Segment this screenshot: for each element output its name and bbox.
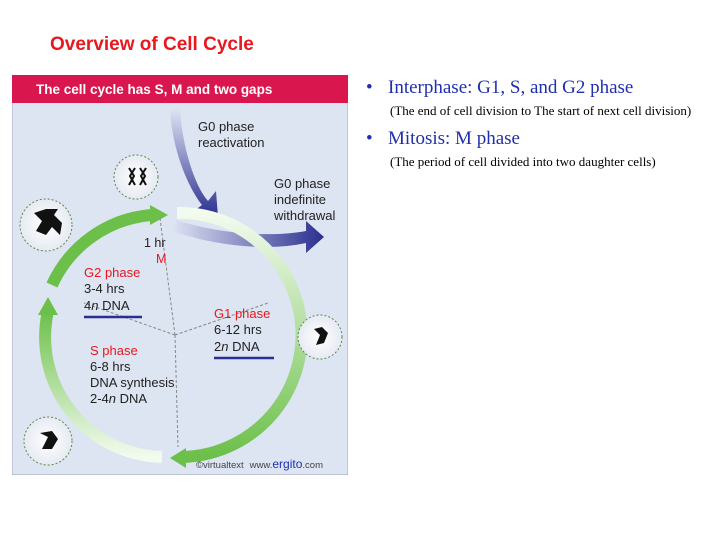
g1-phase-time: 6-12 hrs: [214, 322, 262, 337]
cycle-arc-top-left: [46, 209, 153, 288]
bullet-dot: •: [366, 128, 373, 149]
credit-www: www.: [249, 460, 273, 471]
s-phase-dna: 2-4n DNA: [90, 391, 147, 406]
g2-phase-dna: 4n DNA: [84, 298, 130, 313]
m-phase-time: 1 hr: [144, 236, 166, 250]
slide-title: Overview of Cell Cycle: [50, 34, 254, 55]
figure-credit: ©virtualtext www.ergito.com: [196, 457, 323, 471]
credit-copyright: ©virtualtext: [196, 460, 244, 471]
cycle-arrowhead-top: [150, 205, 168, 225]
figure-header-bar: [12, 75, 348, 103]
g1-dna-prefix: 2: [214, 339, 221, 354]
credit-tld: .com: [302, 460, 323, 471]
cell-g1-chromosomes-icon: [297, 314, 343, 360]
m-phase-name: M: [156, 252, 166, 266]
g2-dna-prefix: 4: [84, 298, 91, 313]
cell-metaphase-icon: [113, 154, 159, 200]
s-phase-time: 6-8 hrs: [90, 359, 131, 374]
credit-brand: ergito: [272, 457, 302, 471]
s-phase-name: S phase: [90, 343, 138, 358]
g1-phase-dna: 2n DNA: [214, 339, 260, 354]
bullet-interphase: • Interphase: G1, S, and G2 phase: [366, 76, 716, 100]
cell-s-chromosomes-icon: [23, 416, 73, 466]
bullet-list: • Interphase: G1, S, and G2 phase (The e…: [366, 76, 716, 178]
cell-cycle-diagram: The cell cycle has S, M and two gaps G0 …: [12, 75, 348, 475]
g0-withdrawal-title: G0 phase: [274, 176, 330, 191]
bullet-mitosis: • Mitosis: M phase: [366, 127, 716, 151]
g2-dna-suffix: DNA: [98, 298, 129, 313]
bullet-note: (The end of cell division to The start o…: [390, 103, 692, 118]
bullet-note: (The period of cell divided into two dau…: [390, 154, 656, 169]
g1-boundary-line: [174, 302, 269, 336]
s-dna-prefix: 2-4: [90, 391, 109, 406]
g2-phase-time: 3-4 hrs: [84, 281, 125, 296]
g0-withdrawal-line2: withdrawal: [273, 208, 336, 223]
cycle-arrowhead-left: [38, 297, 58, 315]
g1-dna-n: n: [221, 339, 228, 354]
s-dna-suffix: DNA: [116, 391, 147, 406]
bullet-title: Mitosis: M phase: [388, 128, 520, 149]
s-phase-line2: DNA synthesis: [90, 375, 175, 390]
s-boundary-line: [174, 334, 179, 448]
g1-dna-suffix: DNA: [228, 339, 259, 354]
g0-reactivation-title: G0 phase: [198, 119, 254, 134]
bullet-dot: •: [366, 77, 373, 98]
g2-boundary-line: [83, 302, 176, 336]
cycle-arrowhead-bottom: [170, 448, 186, 468]
g0-reactivation-arrow: [170, 109, 218, 217]
cell-g2-chromosomes-icon: [19, 198, 73, 252]
cell-cycle-figure: The cell cycle has S, M and two gaps G0 …: [12, 75, 348, 475]
cycle-arc-bottom-left: [39, 309, 163, 463]
g0-withdrawal-line1: indefinite: [274, 192, 326, 207]
figure-header: The cell cycle has S, M and two gaps: [36, 82, 272, 97]
g0-reactivation-text: reactivation: [198, 135, 264, 150]
bullet-title: Interphase: G1, S, and G2 phase: [388, 77, 634, 98]
g2-dna-n: n: [91, 298, 98, 313]
s-dna-n: n: [109, 391, 116, 406]
g2-phase-name: G2 phase: [84, 265, 140, 280]
g1-phase-name: G1 phase: [214, 306, 270, 321]
